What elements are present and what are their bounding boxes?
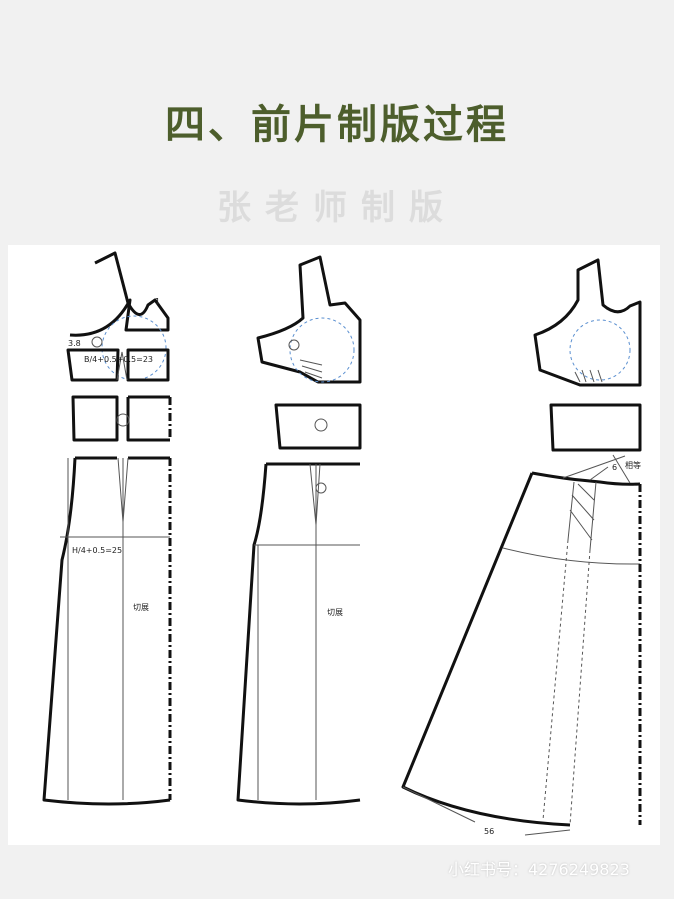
- label-hip-formula: H/4+0.5=25: [72, 546, 122, 555]
- pattern-step-2: 切展: [236, 255, 362, 806]
- watermark: 小红书号：4276249823: [448, 860, 630, 879]
- waistband-1: [71, 395, 170, 442]
- skirt-3: [401, 471, 641, 827]
- label-cut-spread-2: 切展: [327, 608, 343, 617]
- label-hem-56: 56: [484, 827, 494, 836]
- pattern-step-3: 6 相等 56: [401, 258, 642, 836]
- label-six: 6: [612, 463, 617, 472]
- page-title: 四、前片制版过程: [165, 102, 509, 148]
- label-cut-spread-1: 切展: [133, 603, 149, 612]
- waistband-3: [549, 403, 642, 452]
- bust-circle-2: [289, 317, 355, 383]
- waistband-2: [274, 403, 362, 450]
- label-bust-formula: B/4+0.5+0.5=23: [84, 355, 153, 364]
- page-subtitle: 张老师制版: [217, 188, 457, 228]
- bust-circle-1: [101, 315, 167, 381]
- bodice-3: [533, 258, 642, 387]
- pattern-step-1: 1 3.8 B/4+0.5+0.5=23 H/4+0.5=25 切展: [42, 251, 172, 806]
- bodice-upper-1: [69, 251, 170, 337]
- label-3-8: 3.8: [68, 339, 81, 348]
- label-dart-1: 1: [155, 297, 160, 306]
- label-equal: 相等: [625, 460, 641, 470]
- bust-circle-3: [569, 319, 631, 381]
- bodice-2: [256, 255, 362, 384]
- skirt-1: [42, 456, 171, 806]
- skirt-2: [236, 462, 361, 806]
